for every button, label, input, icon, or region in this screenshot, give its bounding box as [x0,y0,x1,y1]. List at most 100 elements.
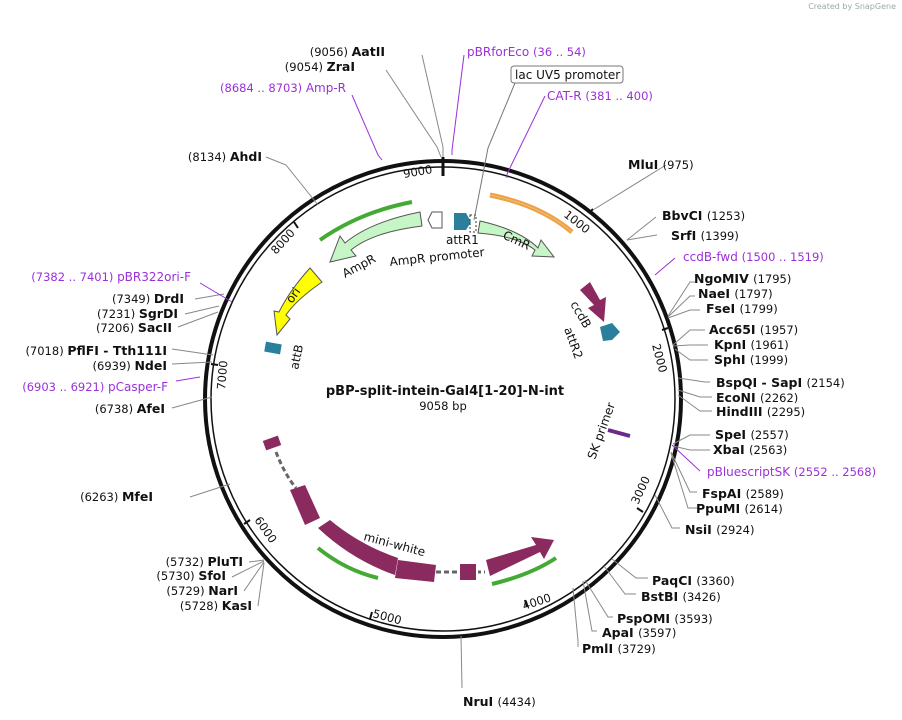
primer-range: (6903 .. 6921) [22,380,108,394]
site-name: SacII [138,320,172,335]
site-label[interactable]: SrfI (1399) [671,228,739,243]
site-label[interactable]: PpuMI (2614) [696,501,783,516]
lac-uv5-label: lac UV5 promoter [515,68,620,82]
ampr-promoter-feature[interactable] [427,211,443,229]
site-name: Acc65I [709,322,760,337]
cmr-label: CmR [501,228,533,253]
site-label[interactable]: (9056) AatII [310,44,385,59]
site-position: (2589) [746,487,784,501]
primer-range: (8684 .. 8703) [220,81,306,95]
site-label[interactable]: BstBI (3426) [641,589,721,604]
site-label[interactable]: FspAI (2589) [702,486,784,501]
attb-feature[interactable] [264,341,282,355]
site-name: NarI [208,583,238,598]
site-label[interactable]: XbaI (2563) [713,442,787,457]
site-label[interactable]: SpeI (2557) [715,427,789,442]
primer-leaders [175,54,701,472]
site-label[interactable]: (5732) PluTI [166,554,243,569]
site-label[interactable]: PspOMI (3593) [617,611,713,626]
site-name: BbvCI [662,208,707,223]
site-label[interactable]: PaqCI (3360) [652,573,735,588]
site-label[interactable]: HindIII (2295) [716,404,805,419]
primer-range: (7382 .. 7401) [31,270,117,284]
site-position: (4434) [498,695,536,709]
site-label[interactable]: MluI (975) [628,157,694,172]
site-label[interactable]: (8134) AhdI [188,149,262,164]
site-name: PaqCI [652,573,696,588]
site-position: (2262) [760,391,798,405]
sk-primer-feature[interactable] [607,428,631,438]
site-label[interactable]: (7206) SacII [96,320,172,335]
primer-labels: pBRforEco (36 .. 54) (8684 .. 8703) Amp-R… [22,45,876,479]
primer-label[interactable]: CAT-R (381 .. 400) [547,89,653,103]
site-label[interactable]: SphI (1999) [714,352,788,367]
tick-label-7000: 7000 [214,360,230,390]
cat-primer-bar-highlight [489,194,573,233]
site-label[interactable]: BspQI - SapI (2154) [716,375,845,390]
site-label[interactable]: PmlI (3729) [582,641,656,656]
cmr-feature[interactable]: CmR [477,220,556,258]
site-name: NaeI [698,286,734,301]
site-label[interactable]: NsiI (2924) [685,522,754,537]
site-leaders [171,54,712,689]
site-label[interactable]: ApaI (3597) [602,625,676,640]
plasmid-name: pBP-split-intein-Gal4[1-20]-N-int [326,384,564,399]
primer-label[interactable]: (8684 .. 8703) Amp-R [220,81,346,95]
site-position: (1797) [734,287,772,301]
site-label[interactable]: (5728) KasI [180,598,252,613]
primer-label[interactable]: (7382 .. 7401) pBR322ori-F [31,270,191,284]
site-position: (3360) [696,574,734,588]
attr1-feature[interactable] [454,213,471,230]
site-label[interactable]: NruI (4434) [463,694,536,709]
site-name: EcoNI [716,390,760,405]
site-name: HindIII [716,404,767,419]
ccdb-feature[interactable]: ccdB [567,282,606,331]
attb-label: attB [287,343,306,370]
site-label[interactable]: (7231) SgrDI [97,306,178,321]
site-name: FseI [706,301,739,316]
site-label[interactable]: NgoMIV (1795) [694,271,791,286]
site-label[interactable]: (9054) ZraI [285,59,355,74]
mini-white-feature[interactable]: mini-white [262,435,554,582]
tick-marks [210,208,669,620]
site-label[interactable]: (6939) NdeI [93,358,167,373]
site-label[interactable]: (6738) AfeI [95,401,165,416]
ori-feature[interactable]: ori [273,267,323,337]
snapgene-credit: Created by SnapGene [808,2,896,11]
primer-name: pCasper-F [108,380,168,394]
site-label[interactable]: (7018) PflFI - Tth111I [25,343,167,358]
site-position: (2295) [767,405,805,419]
site-label[interactable]: EcoNI (2262) [716,390,798,405]
site-label[interactable]: BbvCI (1253) [662,208,745,223]
lac-uv5-callout[interactable]: lac UV5 promoter [510,65,624,84]
site-position: (7349) [112,292,154,306]
lac-uv5-leader [473,82,516,221]
site-position: (1795) [753,272,791,286]
site-position: (3426) [682,590,720,604]
site-label[interactable]: (6263) MfeI [80,489,153,504]
restriction-site-labels: (9056) AatII(9054) ZraI MluI (975) BbvCI (… [25,44,844,709]
site-position: (6939) [93,359,135,373]
primer-label[interactable]: ccdB-fwd (1500 .. 1519) [683,250,824,264]
site-label[interactable]: FseI (1799) [706,301,778,316]
attr2-feature[interactable] [600,323,620,341]
primer-label[interactable]: (6903 .. 6921) pCasper-F [22,380,168,394]
tick-label-9000: 9000 [402,162,433,181]
site-label[interactable]: (5730) SfoI [156,568,226,583]
ampr-feature[interactable]: AmpR [329,211,423,281]
tick-label-2000: 2000 [649,342,670,374]
site-position: (1799) [739,302,777,316]
primer-name: pBluescriptSK [707,465,794,479]
site-position: (5732) [166,555,208,569]
primer-label[interactable]: pBluescriptSK (2552 .. 2568) [707,465,876,479]
site-label[interactable]: NaeI (1797) [698,286,773,301]
primer-label[interactable]: pBRforEco (36 .. 54) [467,45,586,59]
ampr-primer-bar [318,200,413,242]
site-label[interactable]: KpnI (1961) [714,337,789,352]
site-label[interactable]: (7349) DrdI [112,291,184,306]
site-label[interactable]: Acc65I (1957) [709,322,798,337]
site-label[interactable]: (5729) NarI [166,583,238,598]
primer-range: (36 .. 54) [533,45,586,59]
primer-range: (1500 .. 1519) [742,250,824,264]
site-name: MfeI [122,489,153,504]
